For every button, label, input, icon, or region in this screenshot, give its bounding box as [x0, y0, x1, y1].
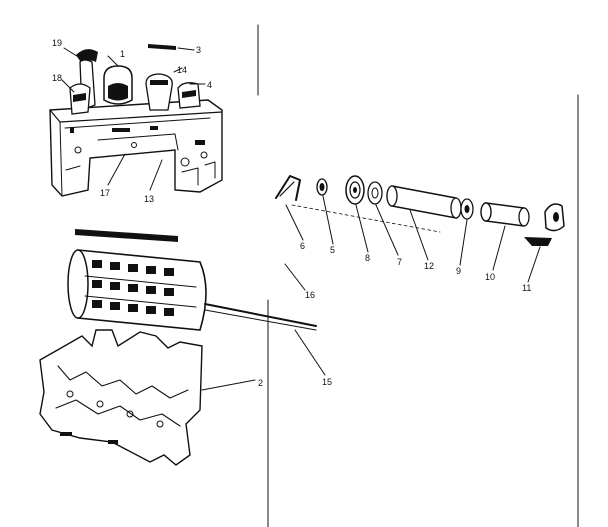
callout-18: 18: [52, 73, 62, 83]
shaft-component-row: [275, 175, 565, 246]
callout-17: 17: [100, 188, 110, 198]
callout-4: 4: [207, 80, 212, 90]
switch-drum-assembly: [67, 229, 317, 331]
scan-border-lines: [257, 24, 579, 527]
callout-9: 9: [456, 266, 461, 276]
callout-12: 12: [424, 261, 434, 271]
callout-16: 16: [305, 290, 315, 300]
callout-2: 2: [258, 378, 263, 388]
leader-lines: [61, 47, 541, 391]
callout-6: 6: [300, 241, 305, 251]
callout-3: 3: [196, 45, 201, 55]
callout-1: 1: [120, 49, 125, 59]
callout-13: 13: [144, 194, 154, 204]
callout-19: 19: [52, 38, 62, 48]
callout-labels: 1 2 3 4 5 6 7 8 9 10 11 12 13 14 15 16 1…: [52, 38, 531, 388]
housing-frame-assembly: [49, 44, 223, 197]
callout-10: 10: [485, 272, 495, 282]
callout-15: 15: [322, 377, 332, 387]
callout-7: 7: [397, 257, 402, 267]
contact-plate-assembly: [39, 329, 203, 466]
callout-14: 14: [177, 65, 187, 75]
callout-11: 11: [522, 283, 531, 293]
callout-5: 5: [330, 245, 335, 255]
callout-8: 8: [365, 253, 370, 263]
